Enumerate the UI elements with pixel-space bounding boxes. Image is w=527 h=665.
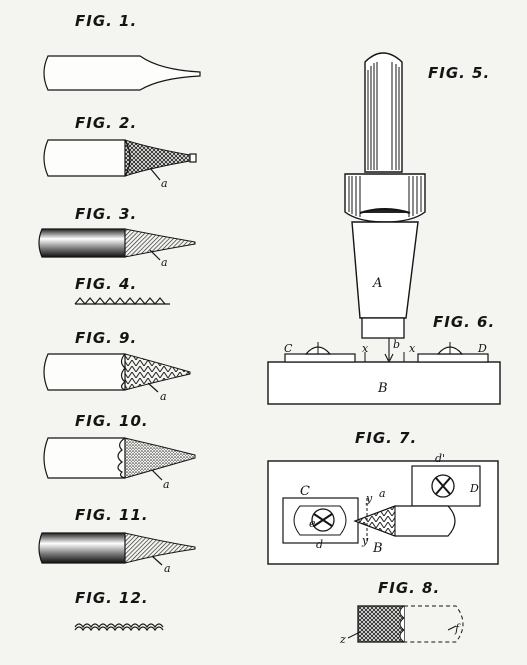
fig-11-label: FIG. 11. bbox=[75, 506, 149, 524]
fig-10-pencil-stippled-tip bbox=[43, 437, 196, 481]
fig-7-letter-y-top: y bbox=[365, 492, 373, 505]
fig-12-serrated-edge bbox=[74, 623, 164, 632]
fig-1-label: FIG. 1. bbox=[75, 12, 137, 30]
fig-6-label: FIG. 6. bbox=[433, 313, 495, 331]
fig-7-letter-B: B bbox=[372, 541, 383, 556]
fig-3-label: FIG. 3. bbox=[75, 205, 137, 223]
fig-2-sharpened-pencil bbox=[43, 139, 197, 181]
fig-6-letter-C: C bbox=[284, 342, 293, 355]
fig-11-pencil-shaded bbox=[38, 532, 196, 566]
fig-5-sharpening-tool bbox=[344, 52, 426, 364]
fig-1-pencil-blank bbox=[43, 55, 201, 91]
fig-7-letter-d: d bbox=[316, 538, 323, 551]
fig-12-label: FIG. 12. bbox=[75, 589, 149, 607]
fig-2-label: FIG. 2. bbox=[75, 114, 137, 132]
fig-8-pencil-stub bbox=[347, 605, 464, 643]
fig-6-letter-x-left: x bbox=[362, 342, 369, 355]
fig-7-top-view bbox=[267, 460, 499, 565]
fig-4-label: FIG. 4. bbox=[75, 275, 137, 293]
fig-5-letter-A: A bbox=[372, 276, 382, 291]
fig-6-letter-x-right: x bbox=[409, 342, 416, 355]
fig-9-label: FIG. 9. bbox=[75, 329, 137, 347]
fig-6-letter-b: b bbox=[393, 338, 400, 351]
fig-10-letter-a: a bbox=[163, 478, 170, 491]
fig-6-base-block bbox=[267, 342, 501, 405]
fig-11-letter-a: a bbox=[164, 562, 171, 575]
fig-5-label: FIG. 5. bbox=[428, 64, 490, 82]
fig-8-letter-f: f bbox=[454, 622, 461, 635]
fig-8-letter-z: z bbox=[339, 633, 346, 646]
fig-3-pencil-shaded bbox=[38, 228, 196, 261]
fig-9-letter-a: a bbox=[160, 390, 167, 403]
fig-6-letter-D: D bbox=[477, 342, 487, 355]
fig-7-letter-d-prime: d' bbox=[435, 452, 445, 465]
fig-7-letter-a: a bbox=[379, 487, 386, 500]
fig-7-letter-C: C bbox=[300, 484, 310, 499]
fig-7-label: FIG. 7. bbox=[355, 429, 417, 447]
fig-7-letter-D: D bbox=[469, 482, 479, 495]
fig-10-label: FIG. 10. bbox=[75, 412, 149, 430]
fig-8-label: FIG. 8. bbox=[378, 579, 440, 597]
fig-3-letter-a: a bbox=[161, 256, 168, 269]
fig-2-letter-a: a bbox=[161, 177, 168, 190]
fig-7-letter-e: e bbox=[309, 517, 316, 530]
fig-7-letter-y-bottom: y bbox=[361, 534, 369, 547]
fig-9-pencil-chevron-tip bbox=[43, 353, 191, 393]
fig-4-serrated-edge bbox=[74, 297, 170, 305]
fig-6-letter-B: B bbox=[377, 381, 388, 396]
